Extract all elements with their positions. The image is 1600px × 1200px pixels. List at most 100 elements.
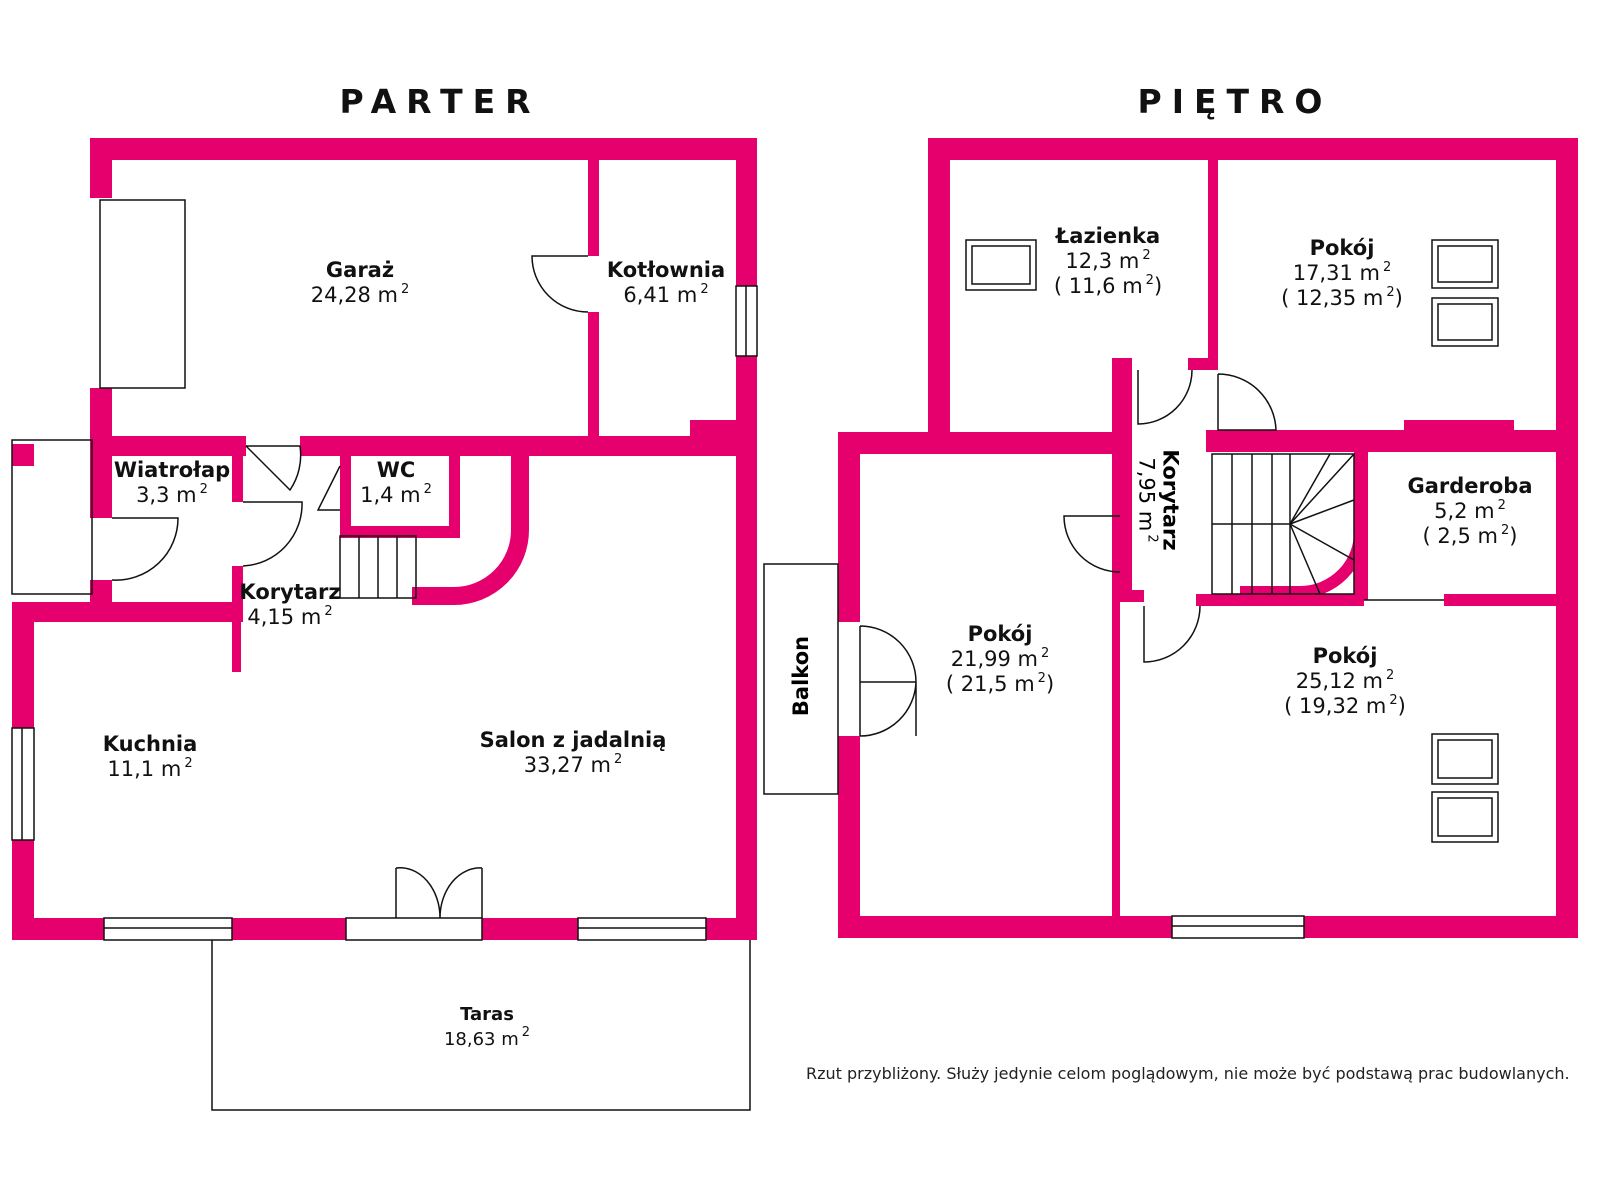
- room-label-balkon: Balkon: [789, 636, 813, 716]
- unit: m: [1014, 672, 1035, 696]
- unit: m: [300, 605, 322, 629]
- wall: [838, 432, 1114, 454]
- wall: [1112, 590, 1144, 602]
- wall: [90, 388, 112, 448]
- unit: m: [1134, 510, 1159, 532]
- wall: [838, 916, 1172, 938]
- unit-exp: 2: [184, 756, 193, 771]
- wall: [690, 420, 757, 456]
- room-area: 6,41: [623, 283, 671, 307]
- wall: [12, 602, 34, 728]
- unit: m: [1359, 261, 1380, 285]
- wall: [588, 312, 599, 436]
- unit-exp: 2: [1382, 260, 1392, 275]
- room-area: 33,27: [523, 753, 584, 777]
- room-area: 1,4: [360, 483, 394, 507]
- balcony: [763, 563, 839, 795]
- wall: [1208, 160, 1218, 358]
- wall: [928, 138, 950, 444]
- unit-exp: 2: [1041, 646, 1050, 661]
- wall: [1404, 420, 1514, 436]
- unit: m: [1017, 647, 1038, 671]
- unit-exp: 2: [423, 482, 432, 497]
- room-area: 17,31: [1292, 261, 1353, 285]
- wall: [1196, 594, 1364, 606]
- disclaimer-note: Rzut przybliżony. Służy jedynie celom po…: [806, 1064, 1570, 1083]
- room-name: Salon z jadalnią: [479, 728, 667, 752]
- room-area: 21,99: [950, 647, 1011, 671]
- unit-exp: 2: [700, 282, 709, 297]
- garage-door: [99, 199, 186, 389]
- wall: [12, 918, 104, 940]
- unit-exp: 2: [199, 482, 208, 497]
- wall: [12, 840, 34, 940]
- upper-walls: [838, 138, 1578, 938]
- wall: [90, 138, 112, 198]
- wall: [1112, 358, 1132, 598]
- unit-exp: 2: [1389, 693, 1398, 708]
- unit: m: [1477, 524, 1498, 548]
- curved-wall: [412, 454, 529, 605]
- room-name: Kuchnia: [102, 732, 198, 756]
- room-area: 11,1: [107, 757, 155, 781]
- unit: m: [501, 1029, 519, 1050]
- wall: [12, 602, 243, 622]
- room-area: 4,15: [247, 605, 295, 629]
- unit-exp: 2: [1037, 671, 1046, 686]
- room-name: Balkon: [789, 635, 813, 717]
- ground-walls: [12, 138, 757, 940]
- window: [103, 917, 233, 941]
- room-name: Łazienka: [1055, 224, 1161, 248]
- unit-exp: 2: [1385, 668, 1395, 683]
- wall: [12, 444, 34, 466]
- room-area: 3,3: [136, 483, 170, 507]
- unit: m: [176, 483, 197, 507]
- room-name: Garaż: [325, 258, 395, 282]
- unit-exp: 2: [1386, 285, 1395, 300]
- wall: [232, 612, 241, 672]
- wall: [232, 566, 243, 612]
- room-area: 7,95: [1134, 457, 1159, 505]
- wall: [1112, 598, 1120, 916]
- unit: m: [1474, 499, 1495, 523]
- wall: [706, 918, 757, 940]
- unit-exp: 2: [401, 282, 410, 297]
- unit: m: [1362, 286, 1384, 310]
- room-name: Korytarz: [1158, 449, 1183, 551]
- unit-exp: 2: [1145, 273, 1154, 288]
- unit: m: [1365, 694, 1387, 718]
- wall: [232, 436, 243, 502]
- room-net-area: 21,5: [960, 672, 1008, 696]
- unit-exp: 2: [1500, 523, 1510, 538]
- room-net-area: 2,5: [1437, 524, 1471, 548]
- ground-details: [11, 199, 758, 1111]
- wall: [232, 918, 346, 940]
- wall: [928, 138, 1578, 160]
- room-name: Taras: [460, 1004, 514, 1025]
- ground-floor-heading: PARTER: [339, 82, 541, 121]
- unit: m: [590, 753, 611, 777]
- unit: m: [400, 483, 421, 507]
- unit-exp: 2: [1497, 498, 1506, 513]
- unit-exp: 2: [614, 752, 623, 767]
- room-area: 12,3: [1065, 249, 1113, 273]
- window: [1171, 915, 1305, 939]
- unit: m: [160, 757, 182, 781]
- wall: [1444, 594, 1578, 606]
- wall: [300, 436, 757, 456]
- window: [577, 917, 707, 941]
- room-net-area: 11,6: [1068, 274, 1116, 298]
- room-area: 18,63: [443, 1029, 496, 1050]
- unit-exp: 2: [1142, 248, 1151, 263]
- unit: m: [676, 283, 698, 307]
- upper-floor-heading: PIĘTRO: [1137, 82, 1333, 121]
- wall: [449, 436, 460, 534]
- unit: m: [1118, 249, 1140, 273]
